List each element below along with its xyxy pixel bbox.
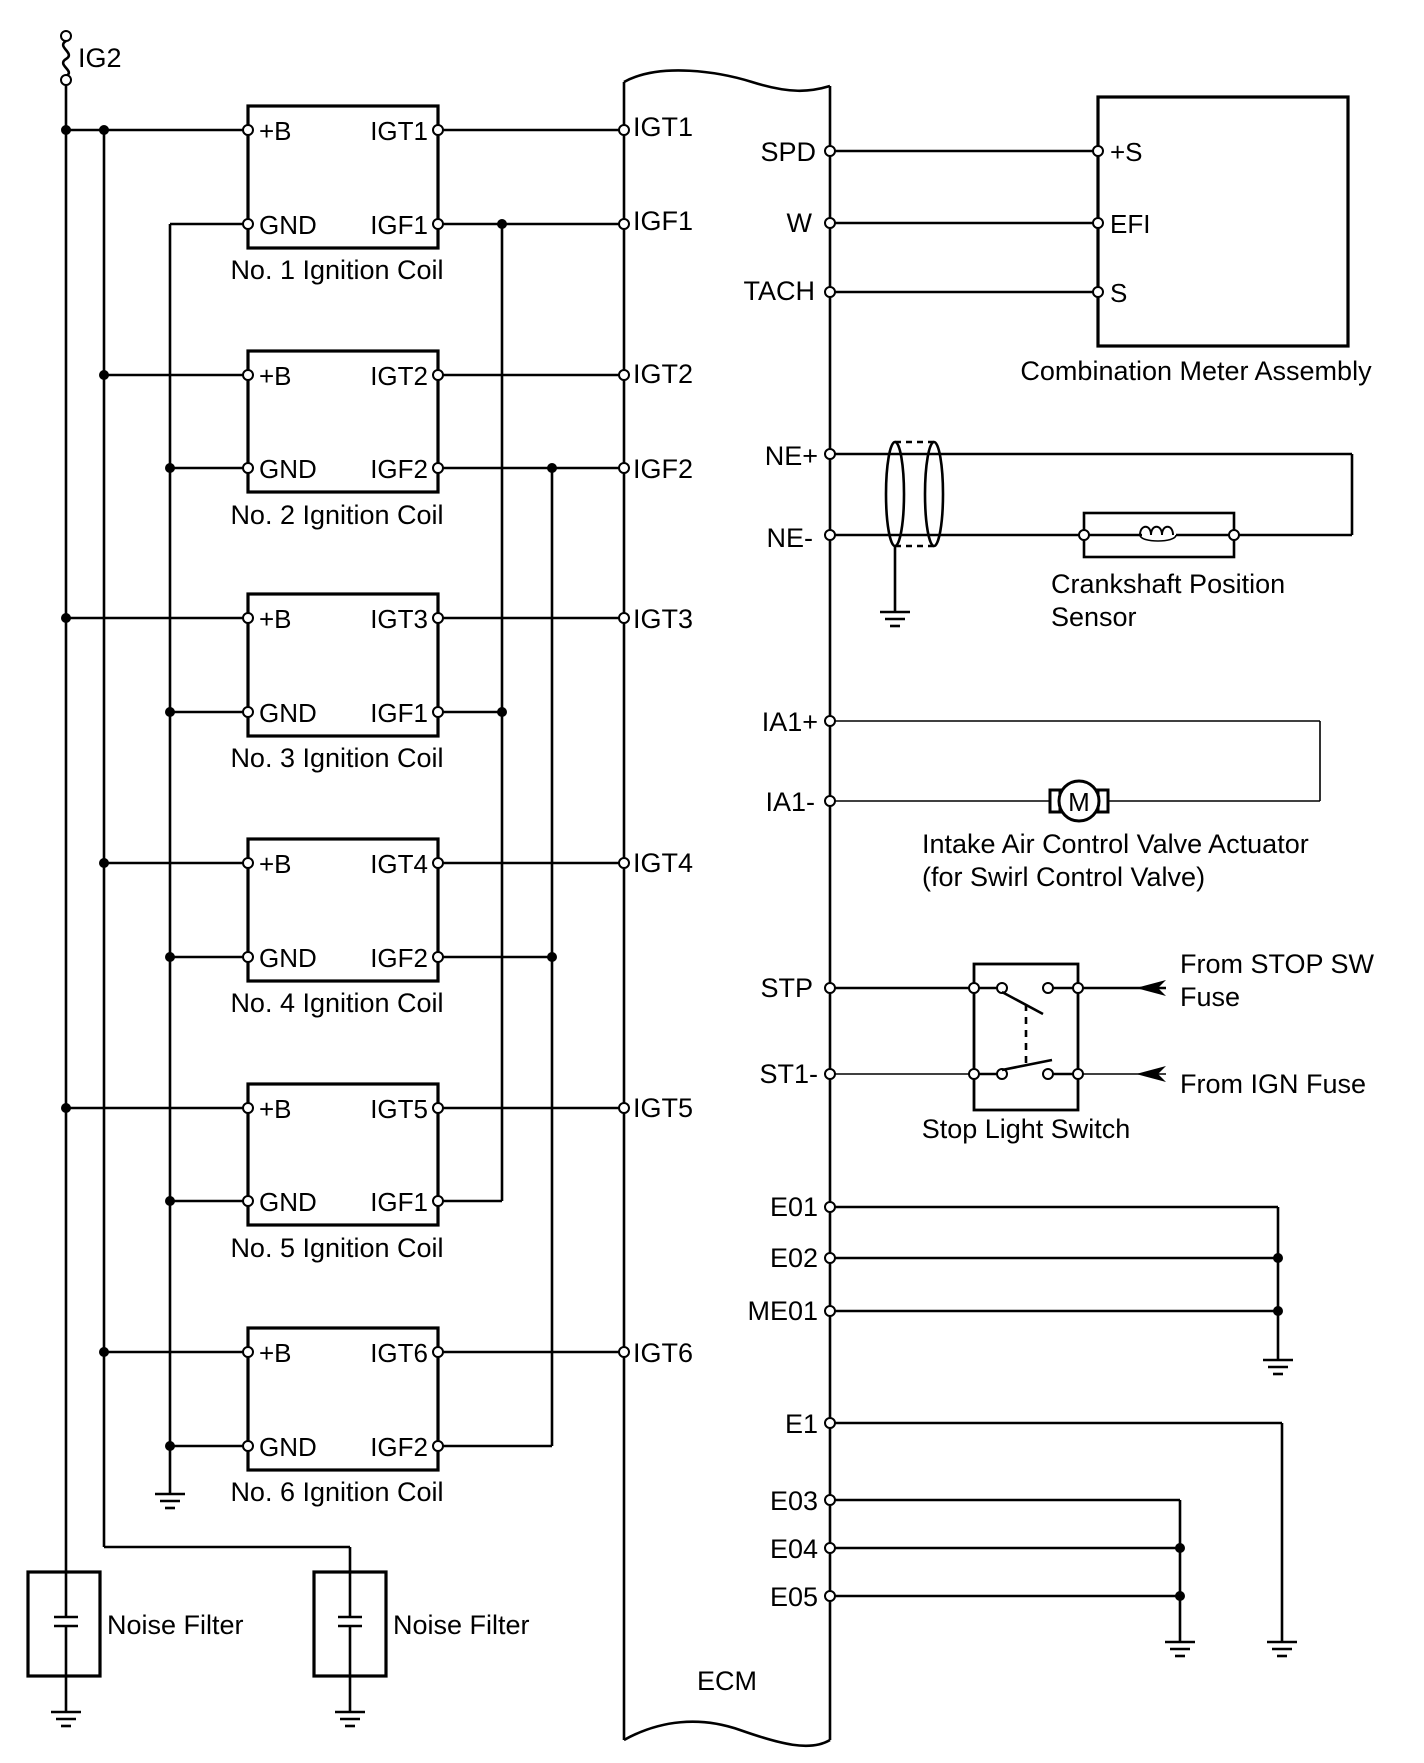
ignition-coil-1: +B GND IGT1 IGF1 No. 1 Ignition Coil [230,104,444,285]
ecm-pin-label: TACH [744,276,816,306]
ignition-coil-2: +B GND IGT2 IGF2 No. 2 Ignition Coil [230,349,444,530]
coil-pin-b: +B [259,1094,292,1124]
noise-filter-label: Noise Filter [393,1610,530,1640]
coil-pin-igt: IGT1 [370,116,428,146]
igf-bus [442,219,557,1448]
actuator-label-line2: (for Swirl Control Valve) [922,862,1205,892]
supply-bus [61,85,352,1572]
ecm-ground-group-1 [835,1205,1295,1376]
ecm-pin-label: IGF2 [633,454,693,484]
noise-filter-2: Noise Filter [312,1570,530,1728]
coil-pin-igt: IGT6 [370,1338,428,1368]
coil-pin-igf: IGF2 [370,1432,428,1462]
ecm-pin-label: NE+ [765,441,818,471]
coil-pin-igt: IGT4 [370,849,428,879]
coil-pin-b: +B [259,116,292,146]
combination-meter: +S EFI S Combination Meter Assembly [835,95,1372,386]
ecm-pin-label: NE- [767,523,814,553]
ecm-pin-label: IGT4 [633,848,693,878]
ecm-pin-label: E03 [770,1486,818,1516]
crank-sensor-label-line2: Sensor [1051,602,1137,632]
ignition-coil-4: +B GND IGT4 IGF2 No. 4 Ignition Coil [230,837,444,1018]
ecm-pin-label: W [787,208,813,238]
coil-pin-igt: IGT5 [370,1094,428,1124]
ecm-pin-label: IGT2 [633,359,693,389]
motor-icon [1057,779,1101,823]
ecm-pin-label: IGT1 [633,112,693,142]
coil-pin-igt: IGT2 [370,361,428,391]
coil-label: No. 3 Ignition Coil [230,743,443,773]
meter-pin-label: S [1110,278,1127,308]
stop-switch-label: Stop Light Switch [922,1114,1131,1144]
coil-pin-b: +B [259,849,292,879]
ecm: ECM IGT1 IGF1 IGT2 IGF2 IGT3 IGT4 IGT5 I… [618,69,836,1748]
coil-pin-igt: IGT3 [370,604,428,634]
coil-pin-gnd: GND [259,1432,317,1462]
coil-pin-igf: IGF2 [370,943,428,973]
ignition-coil-5: +B GND IGT5 IGF1 No. 5 Ignition Coil [230,1082,444,1263]
motor-symbol: M [1068,787,1090,817]
coil-pin-gnd: GND [259,943,317,973]
meter-pin-label: EFI [1110,209,1150,239]
ecm-pin-label: IA1- [765,787,815,817]
noise-filter-label: Noise Filter [107,1610,244,1640]
coil-label: No. 6 Ignition Coil [230,1477,443,1507]
coil-pin-igf: IGF2 [370,454,428,484]
ecm-pin-label: E04 [770,1534,818,1564]
ecm-pin-label: IGT6 [633,1338,693,1368]
from-ign-fuse-label: From IGN Fuse [1180,1069,1366,1099]
ecm-pin-label: ST1- [759,1059,818,1089]
ignition-coil-6: +B GND IGT6 IGF2 No. 6 Ignition Coil [230,1326,444,1507]
ignition-coil-3: +B GND IGT3 IGF1 No. 3 Ignition Coil [230,592,444,773]
coil-pin-gnd: GND [259,210,317,240]
coil-pin-igf: IGF1 [370,698,428,728]
meter-label: Combination Meter Assembly [1020,356,1372,386]
ecm-pin-label: E02 [770,1243,818,1273]
ecm-ground-group-2 [835,1421,1299,1658]
ecm-label: ECM [697,1666,757,1696]
coil-ecm-wires [442,128,619,1354]
coil-label: No. 1 Ignition Coil [230,255,443,285]
coil-pin-gnd: GND [259,698,317,728]
stop-light-switch: Stop Light Switch From STOP SW Fuse From… [835,949,1375,1144]
coil-label: No. 2 Ignition Coil [230,500,443,530]
coil-pin-gnd: GND [259,1187,317,1217]
coil-pin-gnd: GND [259,454,317,484]
ig2-fuse: IG2 [60,30,122,86]
ecm-pin-label: IGF1 [633,206,693,236]
from-stop-fuse-label-line1: From STOP SW [1180,949,1375,979]
crank-sensor-label-line1: Crankshaft Position [1051,569,1285,599]
ecm-pin-label: E05 [770,1582,818,1612]
ecm-pin-label: IA1+ [762,707,818,737]
ig2-label: IG2 [78,43,122,73]
intake-air-control-valve-actuator: M Intake Air Control Valve Actuator (for… [835,720,1321,892]
coil-pin-igf: IGF1 [370,210,428,240]
coil-pin-b: +B [259,361,292,391]
coil-ground-bus [153,222,245,1510]
crankshaft-position-sensor: Crankshaft Position Sensor [835,440,1354,632]
ecm-pin-label: SPD [760,137,816,167]
coil-label: No. 5 Ignition Coil [230,1233,443,1263]
actuator-label-line1: Intake Air Control Valve Actuator [922,829,1309,859]
coil-pin-igf: IGF1 [370,1187,428,1217]
from-stop-fuse-label-line2: Fuse [1180,982,1240,1012]
meter-pin-label: +S [1110,137,1143,167]
ecm-pin-label: E01 [770,1192,818,1222]
ecm-pin-label: STP [760,973,813,1003]
coil-pin-b: +B [259,1338,292,1368]
coil-pin-b: +B [259,604,292,634]
ecm-pin-label: E1 [785,1409,818,1439]
ecm-pin-label: IGT3 [633,604,693,634]
ecm-pin-label: ME01 [747,1296,818,1326]
coil-label: No. 4 Ignition Coil [230,988,443,1018]
ecm-pin-label: IGT5 [633,1093,693,1123]
noise-filter-1: Noise Filter [26,1570,244,1728]
